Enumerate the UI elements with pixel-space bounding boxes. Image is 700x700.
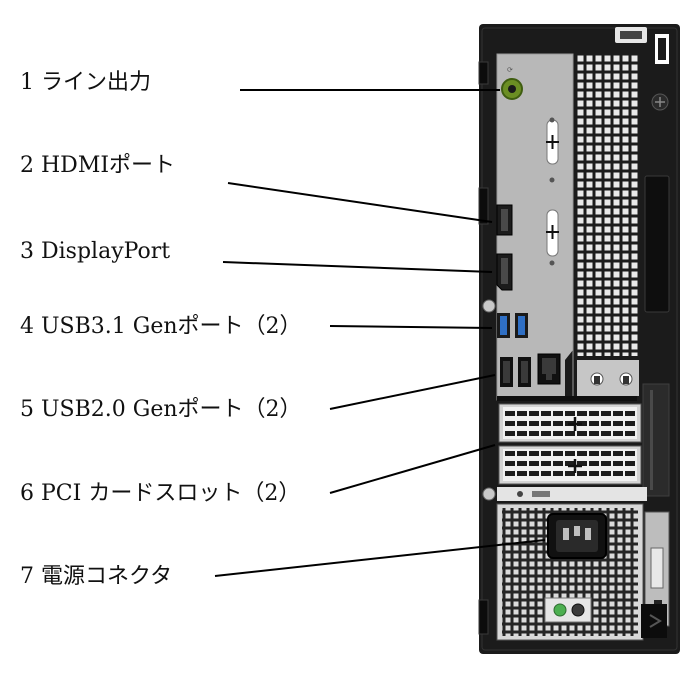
leader-line-5	[329, 374, 496, 410]
label-number: 7	[20, 564, 34, 589]
pci-slot	[498, 403, 642, 443]
label-number: 5	[20, 397, 34, 422]
leader-line-4	[329, 325, 493, 329]
label-displayport: 3 DisplayPort	[20, 239, 170, 265]
displayport-icon	[496, 253, 513, 291]
label-power: 7 電源コネクタ	[20, 564, 172, 590]
label-hdmi: 2 HDMIポート	[20, 153, 175, 179]
label-number: 4	[20, 314, 34, 339]
screw-icon	[482, 487, 496, 501]
label-text: USB3.1 Genポート（2）	[41, 314, 302, 339]
led-icon	[544, 597, 592, 623]
leader-line-7	[214, 539, 546, 577]
audio-jack-icon	[501, 78, 523, 100]
leader-line-6	[329, 444, 496, 494]
label-usb2: 5 USB2.0 Genポート（2）	[20, 397, 302, 423]
label-number: 2	[20, 153, 34, 178]
ventilation-grille	[577, 54, 639, 356]
side-handle	[644, 175, 670, 313]
label-line-out: 1 ライン出力	[20, 70, 151, 96]
label-text: USB2.0 Genポート（2）	[41, 397, 302, 422]
label-text: HDMIポート	[41, 153, 176, 178]
label-text: PCI カードスロット（2）	[41, 481, 301, 506]
hdmi-port-icon	[496, 204, 513, 236]
power-socket-icon	[547, 513, 607, 559]
label-text: ライン出力	[41, 70, 152, 95]
label-text: 電源コネクタ	[41, 564, 173, 589]
label-usb3: 4 USB3.1 Genポート（2）	[20, 314, 302, 340]
usb-port-icon	[515, 313, 528, 338]
leader-line-3	[222, 261, 493, 273]
usb-port-icon	[500, 357, 513, 387]
leader-line-2	[227, 182, 493, 223]
label-number: 6	[20, 481, 34, 506]
label-pci: 6 PCI カードスロット（2）	[20, 481, 300, 507]
label-text: DisplayPort	[41, 239, 171, 264]
usb-port-icon	[497, 313, 510, 338]
leader-lines	[214, 89, 546, 577]
pci-slot	[498, 445, 642, 485]
label-number: 3	[20, 239, 34, 264]
svg-text:⟳: ⟳	[507, 66, 513, 74]
ethernet-port-icon	[537, 353, 561, 385]
screw-icon	[482, 299, 496, 313]
usb-port-icon	[518, 357, 531, 387]
screw-icon	[651, 93, 669, 111]
label-number: 1	[20, 70, 34, 95]
